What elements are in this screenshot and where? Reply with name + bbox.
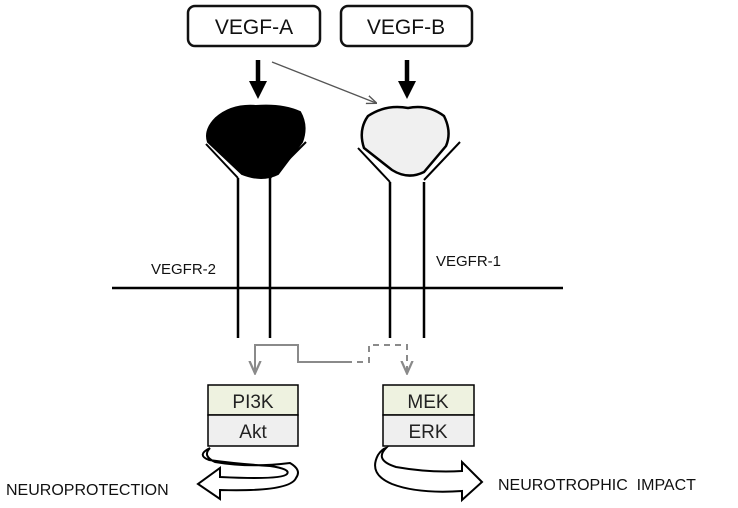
neuroprotection-curved-arrow: [196, 447, 299, 501]
mek-box: [382, 384, 475, 416]
vegf-a-to-vegfr1-arrow: [271, 61, 376, 103]
vegfr1-crosstalk-arrow: [346, 344, 407, 372]
akt-label: Akt: [239, 422, 267, 443]
neuroprotection-label: NEUROPROTECTION: [6, 482, 169, 499]
vegfr2-signal-arrow: [255, 344, 346, 372]
erk-box: [382, 414, 475, 447]
vegfr2-ligand-domain: [206, 104, 306, 179]
vegfr2-label: VEGFR-2: [151, 261, 216, 278]
vegfr1-receptor: [357, 105, 461, 338]
vegf-a-box: VEGF-A: [186, 4, 322, 48]
neurotrophic-curved-arrow: [374, 446, 484, 503]
vegf-b-label: VEGF-B: [367, 16, 445, 39]
erk-label: ERK: [408, 422, 447, 443]
pi3k-box: [207, 384, 299, 416]
pi3k-akt-stack: PI3K Akt: [207, 384, 299, 447]
pi3k-label: PI3K: [232, 392, 274, 413]
vegf-b-box: VEGF-B: [339, 4, 474, 48]
akt-box: [207, 414, 299, 447]
vegfr2-receptor: [205, 104, 307, 338]
mek-erk-stack: MEK ERK: [382, 384, 475, 447]
neurotrophic-impact-label: NEUROTROPHIC IMPACT: [498, 477, 696, 494]
vegfr1-ligand-domain: [360, 105, 450, 177]
mek-label: MEK: [407, 392, 449, 413]
vegf-a-label: VEGF-A: [215, 16, 293, 39]
vegfr1-label: VEGFR-1: [436, 253, 501, 270]
